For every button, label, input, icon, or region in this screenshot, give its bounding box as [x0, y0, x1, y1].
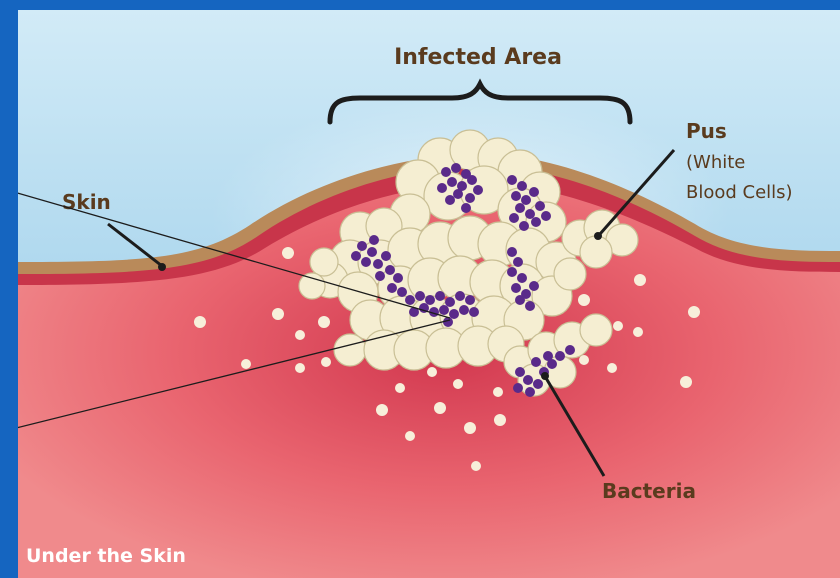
pus-label: Pus	[686, 119, 727, 143]
frame-top-strip	[0, 0, 840, 10]
pus-sublabel-1: (White	[686, 152, 745, 173]
infected-area-label: Infected Area	[394, 45, 562, 70]
pus-sublabel-2: Blood Cells)	[686, 182, 793, 203]
pus-pointer-dot	[594, 232, 602, 240]
under-the-skin-label: Under the Skin	[26, 545, 186, 567]
bacteria-label: Bacteria	[602, 479, 696, 503]
frame-left-strip	[0, 0, 18, 578]
skin-pointer-dot	[158, 263, 166, 271]
skin-label: Skin	[62, 190, 111, 214]
bacteria-pointer-dot	[541, 372, 549, 380]
